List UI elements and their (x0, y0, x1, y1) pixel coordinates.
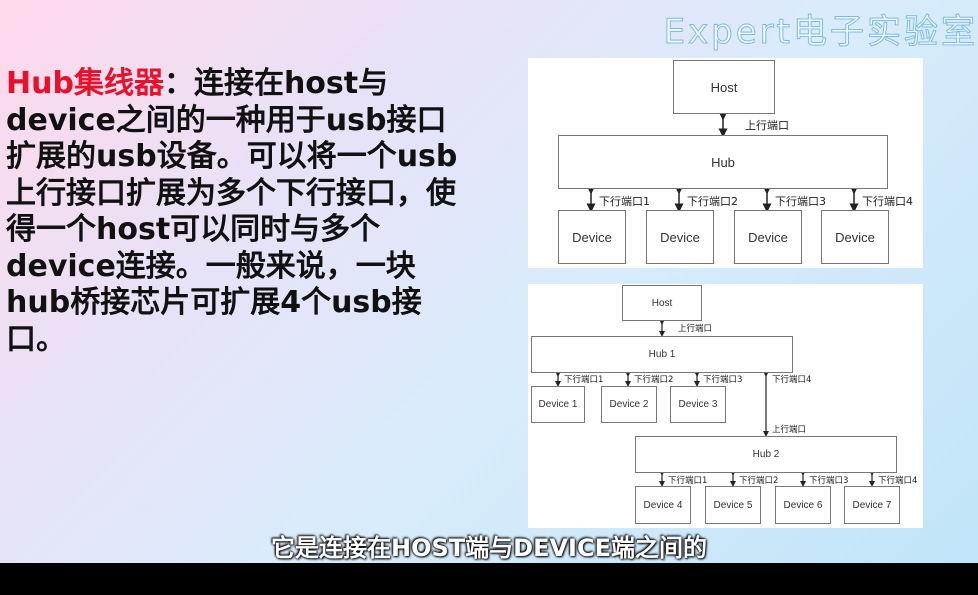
upstream-port-label: 上行端口 (745, 119, 789, 132)
upstream-port-label: 上行端口 (678, 324, 713, 334)
downstream-port-label: 下行端口1 (564, 375, 604, 385)
downstream-port-label: 下行端口4 (772, 375, 812, 385)
device-box: Device 6 (775, 486, 831, 524)
hub2-box: Hub 2 (635, 436, 897, 473)
device-box: Device (734, 210, 802, 264)
downstream-port-label: 下行端口3 (809, 476, 849, 486)
downstream-port-label: 下行端口2 (739, 476, 779, 486)
downstream-port-label: 下行端口3 (703, 375, 743, 385)
downstream-port-label: 下行端口4 (878, 476, 918, 486)
connection-arrows (586, 111, 859, 213)
device-box: Device 4 (635, 486, 691, 524)
upstream-port-label: 上行端口 (772, 425, 807, 435)
subtitle-bar (0, 563, 978, 595)
device-box: Device (558, 210, 626, 264)
hub-diagram-cascaded: Host 上行端口 Hub 1 下行端口1 下行端口2 下行端口3 下行端口4 … (528, 284, 923, 528)
explanation-text: Hub集线器：连接在host与device之间的一种用于usb接口扩展的usb设… (6, 66, 476, 358)
connection-arrows (555, 319, 875, 487)
device-box: Device 7 (844, 486, 900, 524)
downstream-port-label: 下行端口2 (687, 195, 738, 208)
downstream-port-label: 下行端口3 (775, 195, 826, 208)
subtitle-caption: 它是连接在HOST端与DEVICE端之间的 (271, 534, 707, 562)
hub-box: Hub (558, 135, 888, 189)
downstream-port-label: 下行端口4 (862, 195, 913, 208)
device-box: Device 5 (705, 486, 761, 524)
watermark-logo: Expert电子实验室 (663, 12, 978, 53)
hub1-box: Hub 1 (531, 336, 793, 373)
host-box: Host (673, 60, 775, 114)
host-box: Host (622, 285, 702, 321)
hub-keyword: Hub集线器 (6, 66, 164, 101)
explanation-body: ：连接在host与device之间的一种用于usb接口扩展的usb设备。可以将一… (6, 66, 458, 357)
downstream-port-label: 下行端口1 (599, 195, 650, 208)
downstream-port-label: 下行端口1 (668, 476, 708, 486)
downstream-port-label: 下行端口2 (634, 375, 674, 385)
device-box: Device (646, 210, 714, 264)
device-box: Device (821, 210, 889, 264)
device-box: Device 2 (601, 386, 657, 423)
device-box: Device 3 (670, 386, 726, 423)
hub-diagram-simple: Host 上行端口 Hub 下行端口1 下行端口2 下行端口3 下行端口4 De… (528, 58, 923, 268)
device-box: Device 1 (531, 386, 585, 423)
